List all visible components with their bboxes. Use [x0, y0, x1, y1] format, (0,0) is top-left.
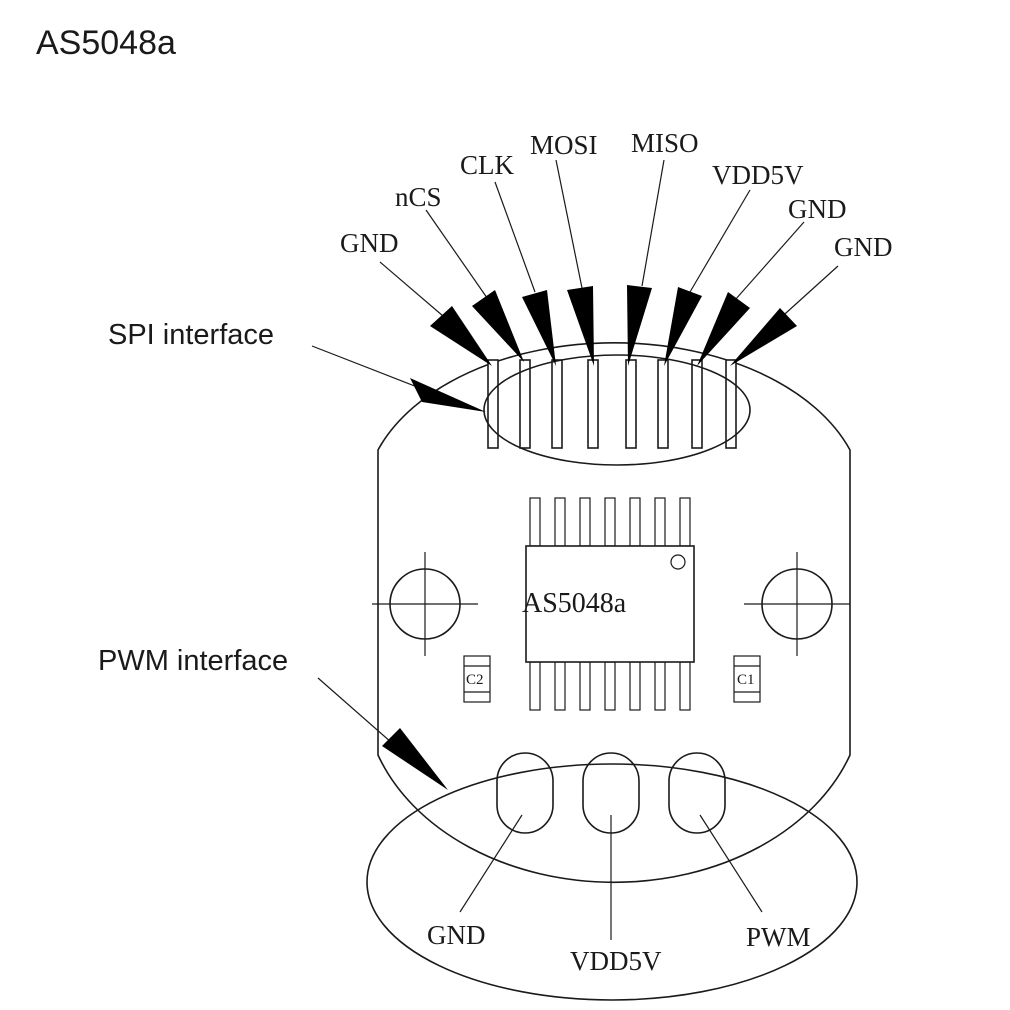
spi-interface-label: SPI interface — [108, 319, 274, 351]
pwm-pin-leaders — [459, 814, 763, 940]
arrow-spi-gnd2 — [697, 292, 750, 366]
chip-lead — [554, 661, 566, 711]
spi-pin-4 — [587, 359, 599, 449]
diagram-title: AS5048a — [36, 24, 176, 62]
chip-lead — [554, 497, 566, 547]
capacitor-c1-label: C1 — [737, 672, 755, 688]
pwm-pads — [496, 752, 726, 834]
pwm-pin-label: GND — [427, 920, 486, 950]
chip-lead — [629, 661, 641, 711]
arrow-spi-mosi — [567, 286, 594, 366]
chip-lead — [679, 497, 691, 547]
arrow-spi-vdd5v — [664, 287, 702, 366]
pwm-pin-label: PWM — [746, 922, 811, 952]
chip-lead — [654, 661, 666, 711]
spi-pin-label: GND — [340, 228, 399, 258]
spi-pin-label: MISO — [631, 128, 699, 158]
arrow-spi-ncs — [472, 290, 524, 362]
chip-lead — [679, 661, 691, 711]
mounting-hole-left — [372, 552, 478, 656]
spi-pin-8 — [725, 359, 737, 449]
pwm-pin-labels: GND VDD5V PWM — [427, 920, 811, 976]
spi-pin-label: nCS — [395, 182, 442, 212]
arrow-pwm-interface — [382, 728, 448, 790]
spi-pin-labels: GND nCS CLK MOSI MISO VDD5V GND GND — [340, 128, 893, 262]
chip-lead — [604, 661, 616, 711]
arrow-spi-gnd1 — [430, 306, 492, 366]
chip-lead — [579, 497, 591, 547]
chip-lead — [629, 497, 641, 547]
spi-pin-5 — [625, 359, 637, 449]
chip-top-leads — [529, 497, 691, 547]
pwm-pad-pwm — [668, 752, 726, 834]
spi-pin-label: MOSI — [530, 130, 598, 160]
spi-header-pins — [487, 359, 737, 449]
spi-pin-7 — [691, 359, 703, 449]
chip-bottom-leads — [529, 661, 691, 711]
spi-interface-highlight — [483, 354, 751, 466]
chip-lead — [654, 497, 666, 547]
chip-label: AS5048a — [522, 588, 627, 619]
arrow-spi-gnd3 — [730, 308, 797, 366]
capacitor-c2: C2 — [463, 655, 491, 703]
chip-lead — [529, 497, 541, 547]
board-outline — [377, 342, 851, 884]
chip-pin1-marker — [670, 554, 686, 570]
spi-pin-label: VDD5V — [712, 160, 804, 190]
pwm-interface-label: PWM interface — [98, 645, 288, 677]
pwm-pin-label: VDD5V — [570, 946, 662, 976]
pwm-interface-highlight — [366, 763, 858, 1001]
arrow-spi-miso — [627, 285, 652, 366]
spi-pin-1 — [487, 359, 499, 449]
capacitor-c2-label: C2 — [466, 672, 484, 688]
chip-lead — [529, 661, 541, 711]
spi-pin-label: CLK — [460, 150, 515, 180]
arrow-spi-clk — [522, 290, 556, 366]
chip-lead — [604, 497, 616, 547]
spi-pin-label: GND — [788, 194, 847, 224]
spi-pin-6 — [657, 359, 669, 449]
spi-pin-arrows — [379, 159, 839, 366]
spi-pin-2 — [519, 359, 531, 449]
mounting-hole-right — [744, 552, 850, 656]
pwm-pad-gnd — [496, 752, 554, 834]
spi-pin-label: GND — [834, 232, 893, 262]
spi-pin-3 — [551, 359, 563, 449]
arrow-spi-interface — [410, 378, 486, 412]
chip-lead — [579, 661, 591, 711]
capacitor-c1: C1 — [733, 655, 761, 703]
chip-body — [525, 545, 695, 663]
